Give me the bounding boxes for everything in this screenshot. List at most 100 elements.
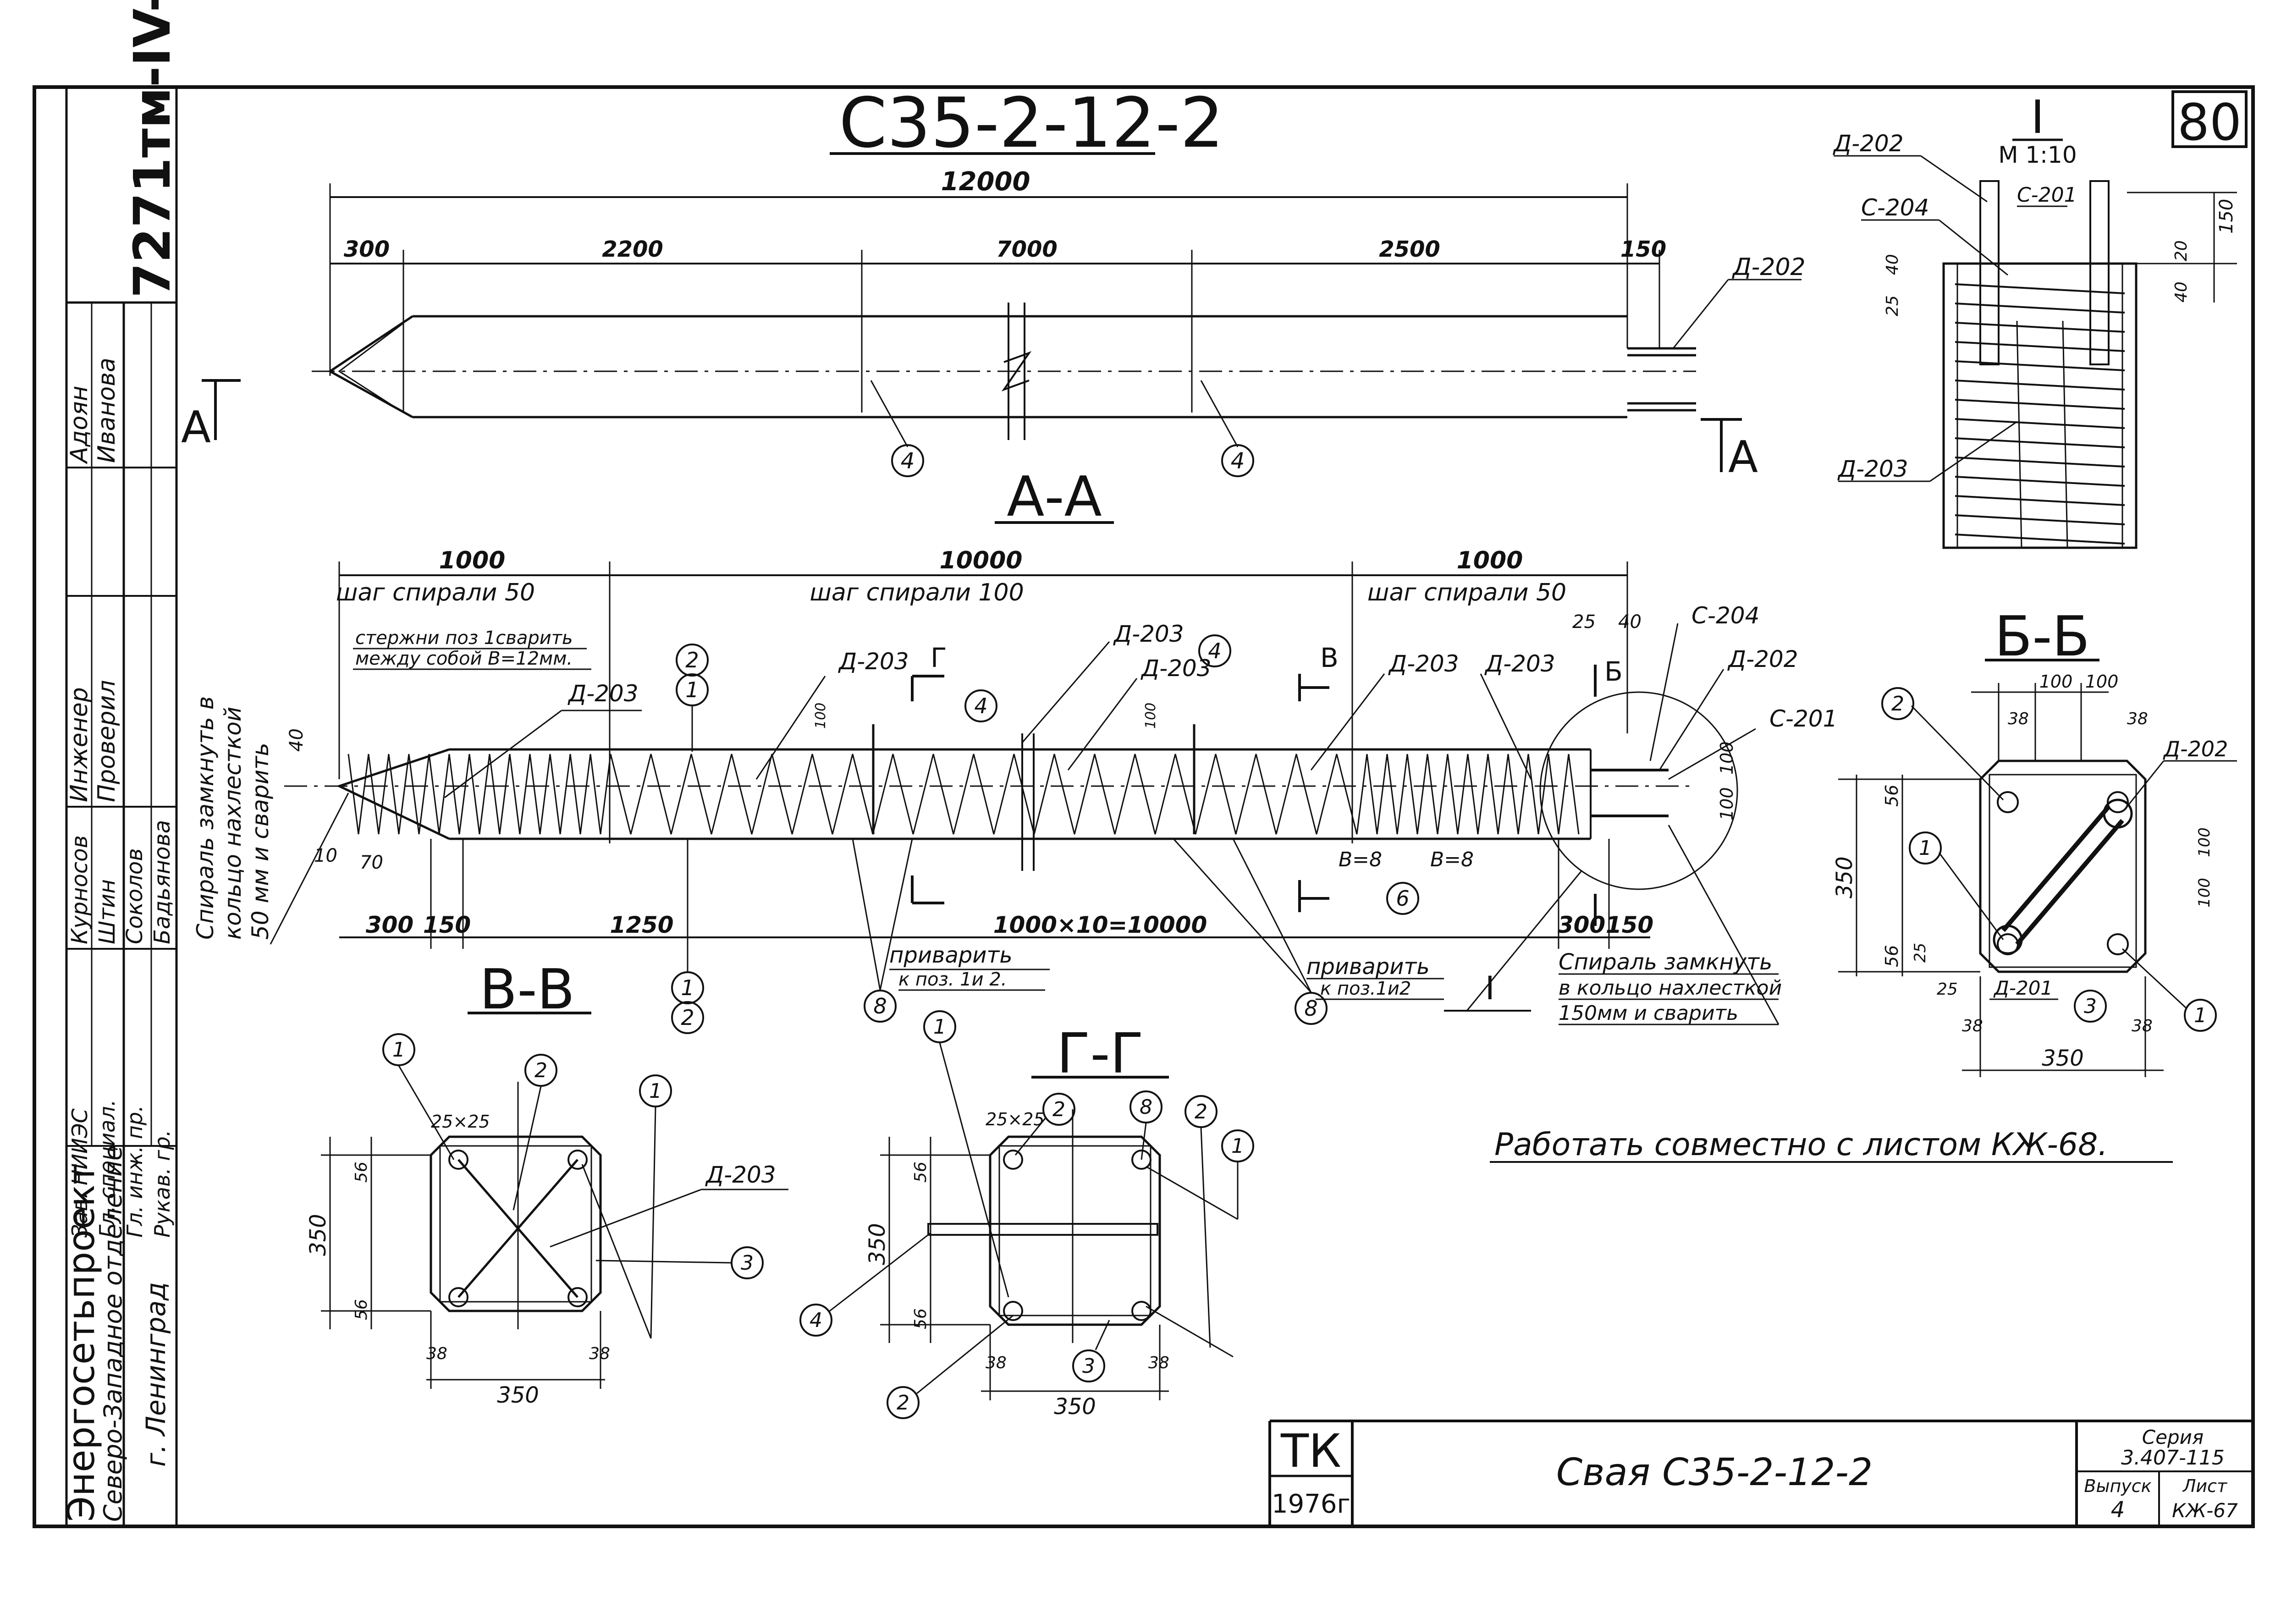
svg-text:100: 100: [813, 703, 829, 729]
svg-text:2: 2: [1891, 692, 1904, 716]
svg-text:2: 2: [1052, 1098, 1065, 1121]
svg-text:В-В: В-В: [479, 958, 575, 1022]
section-aa-title: А-А: [1007, 465, 1102, 529]
sig-role-8: Гл. инж. пр.: [122, 1105, 147, 1238]
svg-text:4: 4: [974, 694, 987, 718]
svg-text:1: 1: [933, 1015, 946, 1039]
sig-name-1: Иванова: [93, 358, 121, 463]
svg-text:4: 4: [810, 1309, 822, 1332]
svg-text:150: 150: [1620, 237, 1666, 262]
section-bb: Б-Б 100 100 38 38 56 350 56 25 100 100 2…: [1832, 605, 2237, 1077]
svg-text:25×25: 25×25: [431, 1112, 490, 1132]
svg-text:В=8: В=8: [1430, 848, 1474, 871]
svg-text:25×25: 25×25: [986, 1109, 1045, 1129]
spiral-turn: [1955, 476, 2125, 487]
svg-text:25: 25: [1572, 611, 1596, 633]
main-title: С35-2-12-2: [839, 83, 1224, 163]
title-block: ТК 1976г Свая С35-2-12-2 Серия 3.407-115…: [1268, 1420, 2253, 1526]
svg-text:56: 56: [1882, 785, 1902, 807]
svg-text:Серия: Серия: [2142, 1426, 2204, 1448]
svg-text:56: 56: [352, 1299, 371, 1320]
svg-text:1000×10=10000: 1000×10=10000: [993, 912, 1207, 938]
svg-text:4: 4: [901, 448, 915, 474]
svg-text:2500: 2500: [1379, 237, 1440, 262]
svg-text:Спираль замкнуть: Спираль замкнуть: [1559, 949, 1772, 975]
svg-text:100: 100: [2085, 672, 2119, 692]
spiral-turn: [1955, 303, 2125, 314]
svg-text:Спираль замкнуть в: Спираль замкнуть в: [192, 696, 219, 940]
detail-i: I М 1:10 Д-202 С-204 С-201 Д-203 150 20 …: [1833, 90, 2237, 549]
svg-text:40: 40: [286, 728, 307, 752]
svg-text:I: I: [1485, 969, 1495, 1007]
svg-text:кольцо нахлесткой: кольцо нахлесткой: [220, 707, 246, 940]
svg-text:1: 1: [685, 677, 699, 702]
svg-text:100: 100: [2195, 878, 2214, 908]
svg-text:56: 56: [911, 1162, 930, 1183]
left-stamp: 7271тм-IV-80 Адоян Иванова Инженер Прове…: [60, 0, 182, 1526]
svg-text:8: 8: [1304, 996, 1317, 1021]
svg-text:Д-203: Д-203: [838, 648, 909, 675]
svg-text:150мм и сварить: 150мм и сварить: [1559, 1002, 1738, 1025]
svg-text:38: 38: [2132, 1017, 2153, 1035]
svg-text:100: 100: [1143, 703, 1159, 729]
tk-label: ТК: [1280, 1424, 1341, 1478]
dim-overall: 12000: [941, 167, 1030, 197]
svg-text:3: 3: [2084, 995, 2097, 1018]
spiral-turn: [1955, 283, 2125, 294]
svg-text:4: 4: [1231, 448, 1245, 474]
svg-text:I: I: [2031, 90, 2044, 144]
svg-text:6: 6: [1396, 886, 1409, 911]
svg-text:М 1:10: М 1:10: [1998, 142, 2077, 168]
svg-text:4: 4: [2111, 1497, 2125, 1523]
spiral-turn: [1955, 322, 2125, 333]
sig-role-0: Инженер: [66, 687, 93, 802]
svg-text:3.407-115: 3.407-115: [2121, 1446, 2225, 1470]
svg-text:38: 38: [2127, 710, 2148, 728]
svg-text:350: 350: [1832, 856, 1857, 898]
svg-text:к поз. 1и 2.: к поз. 1и 2.: [898, 969, 1007, 990]
svg-text:40: 40: [2172, 281, 2191, 303]
spiral-turn: [1955, 360, 2125, 371]
svg-text:2: 2: [534, 1059, 547, 1082]
svg-text:350: 350: [1054, 1394, 1096, 1420]
svg-text:1000: 1000: [439, 547, 506, 574]
svg-text:между собой В=12мм.: между собой В=12мм.: [355, 648, 573, 669]
coordinate-note: Работать совместно с листом КЖ-68.: [1494, 1127, 2108, 1163]
svg-text:20: 20: [2172, 240, 2191, 261]
section-gg: Г-Г 25×25 56 350 56 38 38 350 1 2 8 2 1: [799, 1010, 1254, 1420]
svg-text:Д-203: Д-203: [1484, 650, 1555, 677]
svg-text:С-201: С-201: [1769, 705, 1837, 732]
svg-text:56: 56: [352, 1162, 371, 1183]
svg-text:8: 8: [1140, 1096, 1152, 1119]
svg-text:А: А: [1728, 432, 1758, 483]
svg-text:8: 8: [873, 994, 887, 1018]
sig-name-5: Бадьянова: [149, 820, 175, 944]
sheet-number: 80: [2177, 93, 2242, 152]
drawing-name: Свая С35-2-12-2: [1556, 1451, 1873, 1494]
sig-name-2: Курносов: [67, 835, 93, 944]
svg-text:Д-201: Д-201: [1993, 977, 2053, 999]
svg-text:Д-203: Д-203: [1113, 621, 1184, 647]
section-aa: А-А 1000 10000 1000 шаг спирали 50 шаг с…: [192, 465, 1837, 1034]
svg-text:100: 100: [1717, 787, 1737, 820]
svg-text:38: 38: [426, 1344, 447, 1363]
svg-text:38: 38: [589, 1344, 610, 1363]
org-line3: г. Ленинград: [140, 1282, 171, 1467]
sig-name-0: Адоян: [66, 385, 93, 464]
svg-text:1: 1: [1919, 837, 1932, 860]
svg-text:В=8: В=8: [1339, 848, 1382, 871]
svg-text:350: 350: [865, 1223, 890, 1265]
svg-text:С-204: С-204: [1691, 602, 1759, 629]
spiral-turn: [1955, 399, 2125, 410]
svg-text:70: 70: [360, 852, 383, 873]
svg-text:приварить: приварить: [889, 942, 1013, 968]
svg-text:А: А: [181, 402, 211, 453]
spiral-turn: [1955, 495, 2125, 506]
svg-text:шаг спирали 100: шаг спирали 100: [810, 579, 1024, 606]
spiral-turn: [1955, 341, 2125, 352]
spiral-turn: [1955, 457, 2125, 468]
svg-text:100: 100: [1717, 741, 1737, 775]
svg-text:Выпуск: Выпуск: [2084, 1476, 2151, 1496]
spiral-turn: [1955, 514, 2125, 525]
org-line1: Энергосетьпроект: [60, 1163, 103, 1522]
